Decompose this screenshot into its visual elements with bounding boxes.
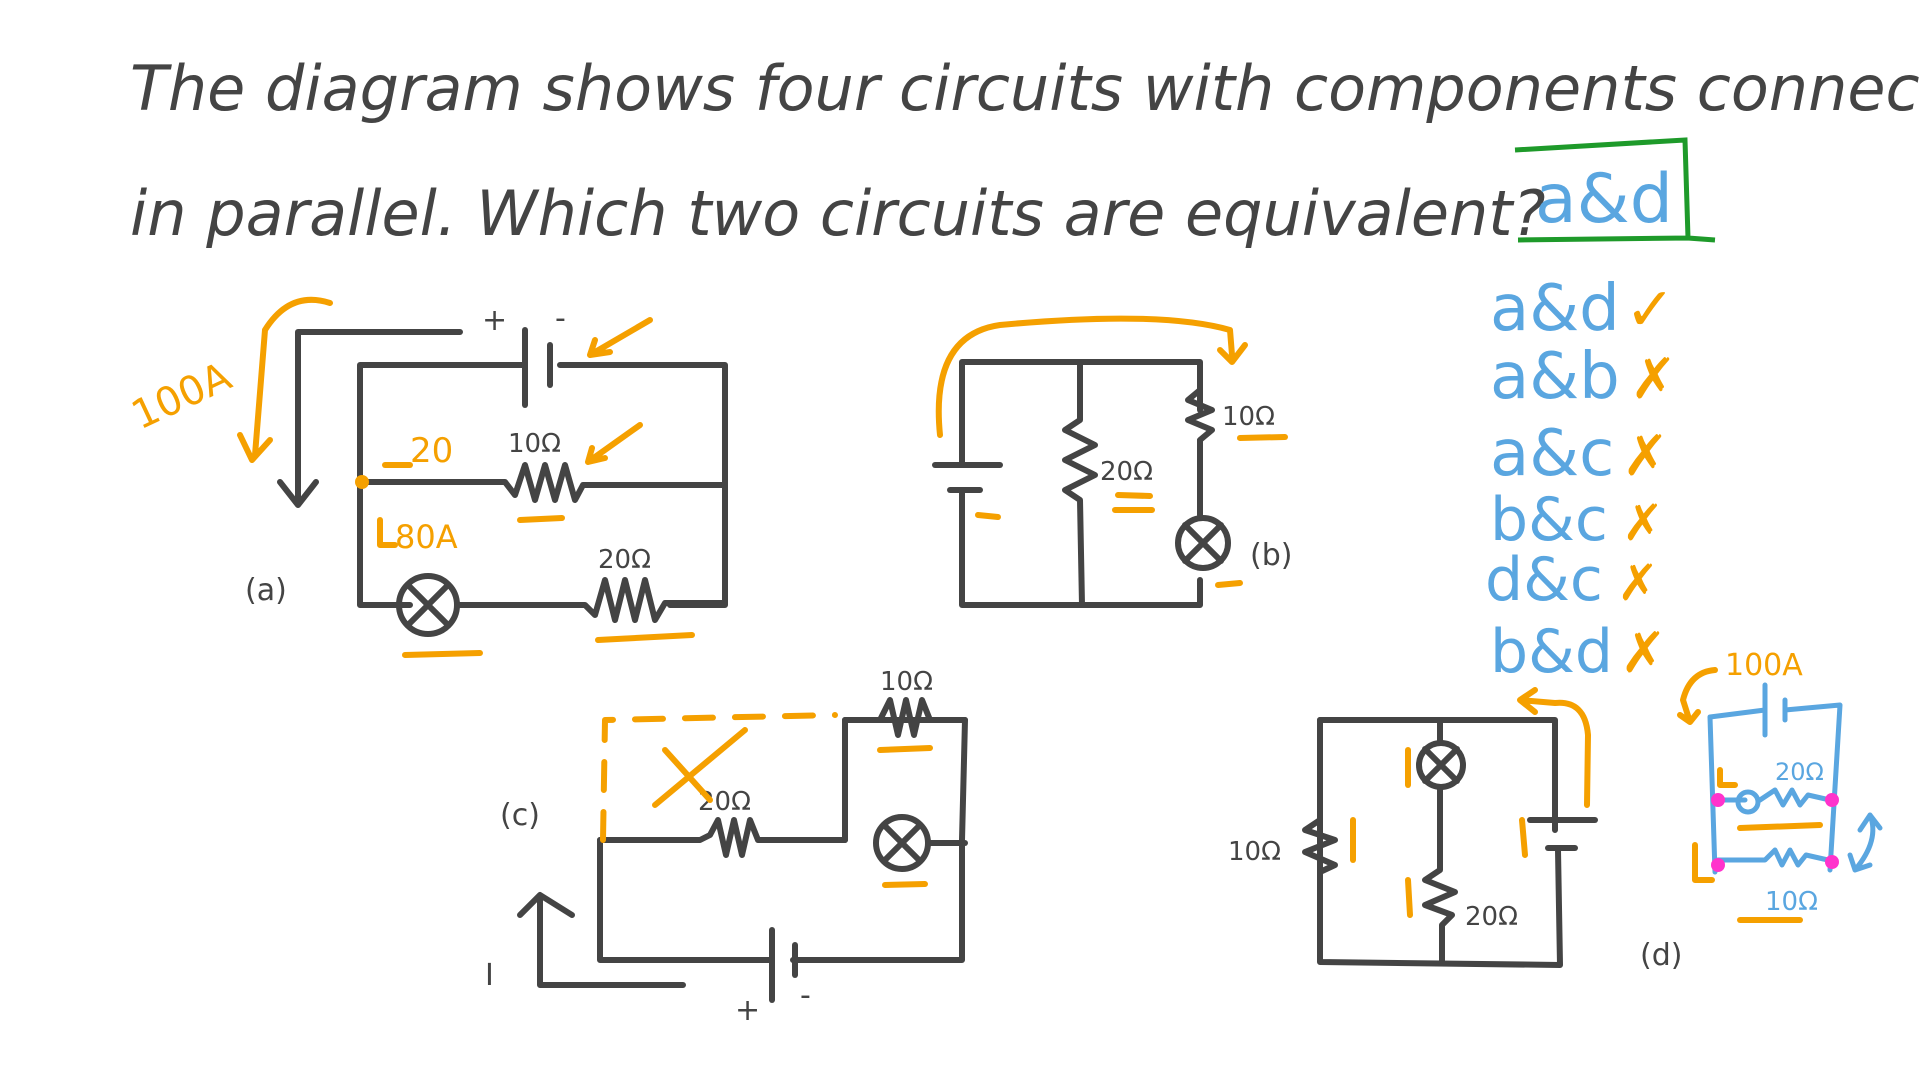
option-item: d&c ✗ <box>1485 545 1659 615</box>
annotation-80a: 80A <box>395 518 458 556</box>
node-dot <box>1825 855 1839 869</box>
resistor-20-ohm <box>454 577 728 623</box>
redraw-sketch: 100A 20Ω 10Ω <box>1677 648 1883 923</box>
check-icon: ✓ <box>1625 275 1675 345</box>
current-arrow <box>277 329 463 508</box>
annotation-arrow <box>1517 687 1591 808</box>
resistor-10-ohm <box>842 697 968 738</box>
junction-dot <box>355 475 369 489</box>
resistor-20-ohm <box>597 817 848 858</box>
redraw-label-20: 20Ω <box>1775 758 1824 786</box>
options-list: a&d ✓ a&b ✗ a&c ✗ b&c ✗ d&c ✗ b&d ✗ <box>1485 272 1677 687</box>
resistor-10-ohm <box>357 462 728 503</box>
svg-text:a&d: a&d <box>1490 272 1620 346</box>
annotation-arrow <box>237 296 333 463</box>
annotation-arrow <box>935 315 1248 438</box>
circuit-label-b: (b) <box>1250 538 1292 573</box>
option-item: a&b ✗ <box>1490 340 1677 414</box>
node-dot <box>1711 858 1725 872</box>
circuit-label-c: (c) <box>500 798 540 833</box>
battery-minus-sign: - <box>555 301 566 336</box>
svg-text:b&d: b&d <box>1490 617 1613 687</box>
svg-text:d&c: d&c <box>1485 545 1603 615</box>
svg-text:a&c: a&c <box>1490 417 1614 491</box>
resistor-10-ohm <box>1302 817 1338 875</box>
cross-icon: ✗ <box>1630 347 1677 412</box>
question-line-2: in parallel. Which two circuits are equi… <box>130 177 1546 250</box>
current-arrow <box>517 892 686 988</box>
annotation-dashed-path <box>600 712 838 843</box>
resistor-label-20: 20Ω <box>1465 902 1518 932</box>
cross-icon: ✗ <box>1622 494 1664 552</box>
annotation-100a: 100A <box>125 353 239 439</box>
svg-text:b&c: b&c <box>1490 485 1608 555</box>
node-dot <box>1825 793 1839 807</box>
cross-icon: ✗ <box>1622 424 1669 489</box>
redraw-label-10: 10Ω <box>1765 887 1818 917</box>
svg-text:a&b: a&b <box>1490 340 1620 414</box>
node-dot <box>1711 793 1725 807</box>
question-line-1: The diagram shows four circuits with com… <box>130 52 1920 125</box>
cross-icon: ✗ <box>1620 621 1667 686</box>
battery-plus-sign: + <box>735 993 760 1028</box>
option-item: b&d ✗ <box>1490 617 1667 687</box>
resistor-label-10: 10Ω <box>880 667 933 697</box>
answer-box: a&d <box>1514 137 1716 243</box>
resistor-label-10: 10Ω <box>1222 402 1275 432</box>
resistor-20-ohm <box>1422 784 1458 965</box>
annotation-cross <box>652 727 748 808</box>
battery-plus-sign: + <box>482 303 507 338</box>
circuit-label-a: (a) <box>245 573 287 608</box>
resistor-label-10: 10Ω <box>508 429 561 459</box>
resistor-label-20: 20Ω <box>598 545 651 575</box>
resistor-label-20: 20Ω <box>1100 457 1153 487</box>
annotation-100a: 100A <box>1725 648 1803 683</box>
annotation-20: 20 <box>410 431 453 471</box>
circuit-b: 20Ω 10Ω (b) <box>932 315 1292 608</box>
circuit-d: 10Ω 20Ω (d) 100A 20Ω 10Ω <box>1228 648 1883 973</box>
battery-minus-sign: - <box>800 978 811 1013</box>
circuit-a: + - 10Ω 20Ω (a) 100A 20 80A <box>125 296 728 658</box>
option-item: a&d ✓ <box>1490 272 1675 346</box>
current-label: I <box>485 958 494 993</box>
circuit-label-d: (d) <box>1640 938 1682 973</box>
circuit-c: + - 20Ω 10Ω (c) I <box>485 667 968 1028</box>
resistor-label-10: 10Ω <box>1228 837 1281 867</box>
option-item: b&c ✗ <box>1490 485 1664 555</box>
resistor-20-ohm <box>1062 359 1098 608</box>
lamp-icon <box>1175 515 1231 571</box>
cross-icon: ✗ <box>1617 554 1659 612</box>
resistor-10-ohm <box>1185 387 1215 518</box>
option-item: a&c ✗ <box>1490 417 1669 491</box>
answer-text: a&d <box>1535 160 1673 239</box>
